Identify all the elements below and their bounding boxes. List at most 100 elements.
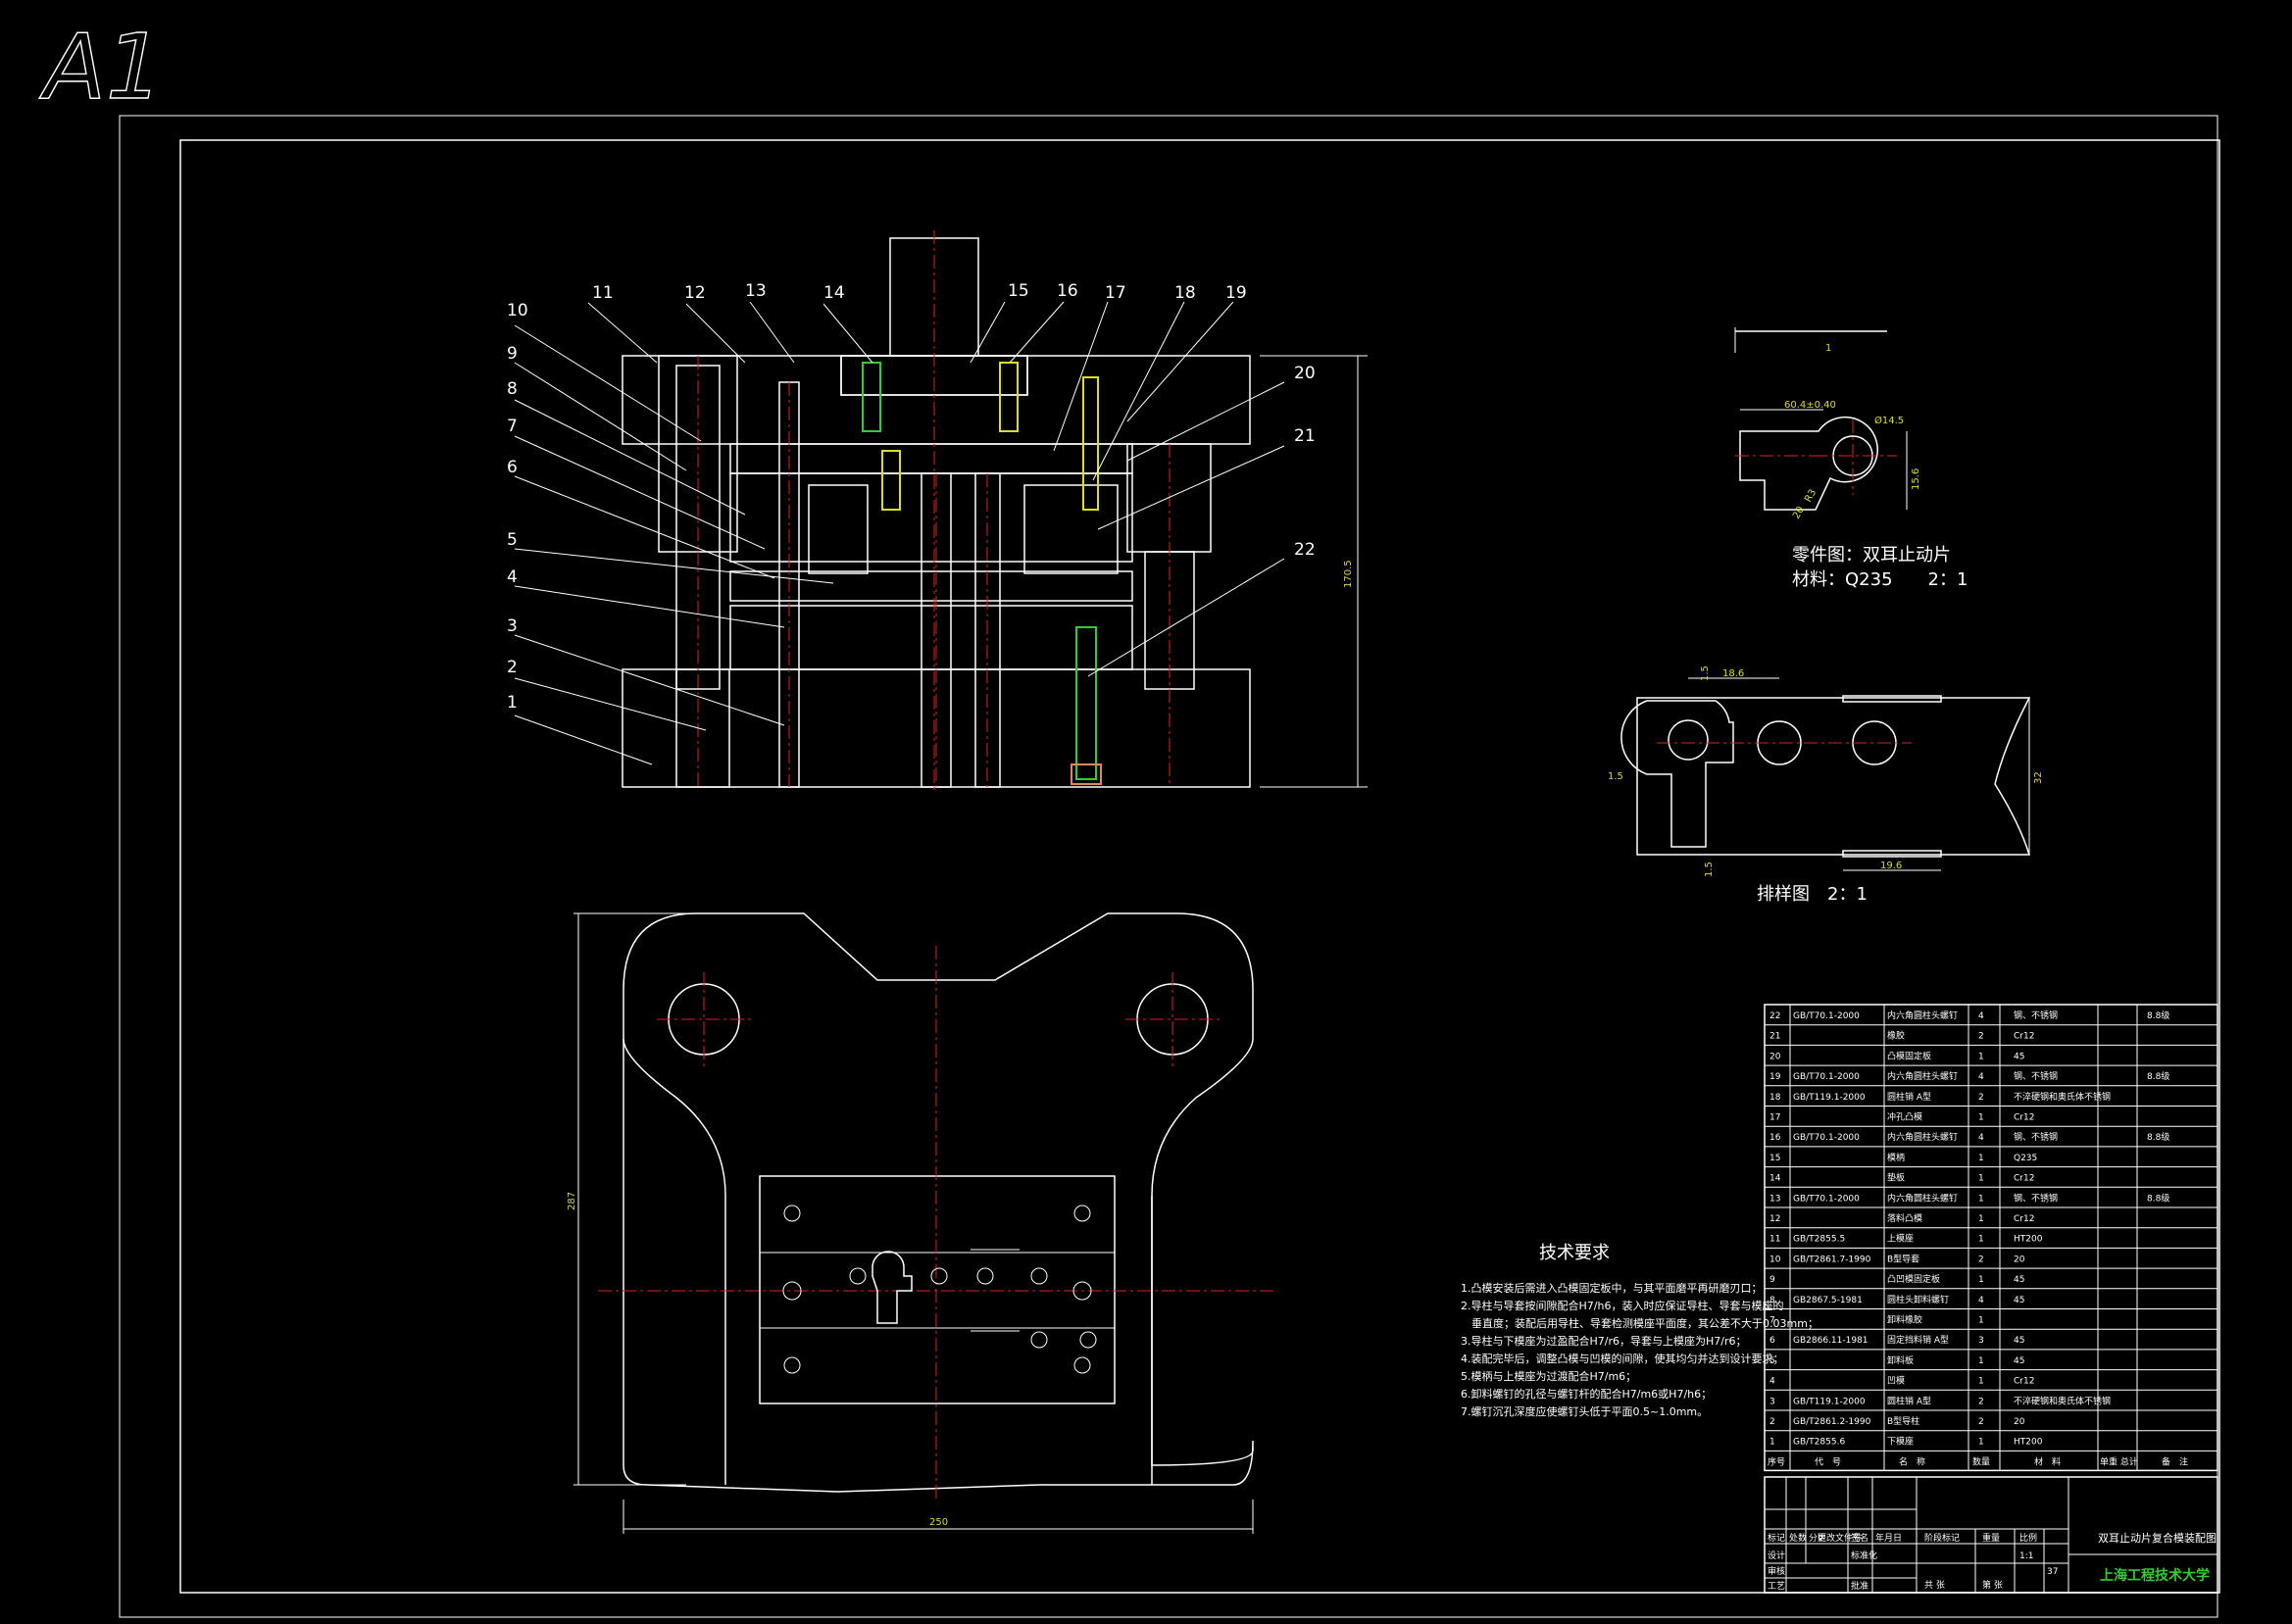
bom-cell-no: 3: [1769, 1397, 1775, 1406]
bom-cell-code: GB/T119.1-2000: [1793, 1093, 1866, 1103]
bom-cell-name: 凸模固定板: [1887, 1050, 1931, 1061]
bom-cell-qty: 4: [1978, 1296, 1984, 1305]
title-label-biaoji: 标记: [1768, 1532, 1785, 1544]
callout-1: 1: [507, 693, 518, 713]
bom-cell-material: 不淬硬钢和奥氏体不锈钢: [2014, 1091, 2111, 1103]
part-caption-2: 材料：Q235 2：1: [1792, 569, 1968, 590]
callout-17: 17: [1105, 283, 1126, 303]
bom-cell-no: 6: [1769, 1336, 1775, 1346]
bom-cell-name: 卸料板: [1887, 1354, 1914, 1366]
bom-cell-qty: 4: [1978, 1011, 1984, 1021]
bom-cell-no: 4: [1769, 1377, 1775, 1387]
strip-dim-margin-bottom: 1.5: [1704, 861, 1715, 877]
title-label-pizhun: 批准: [1851, 1580, 1868, 1592]
tech-title: 技术要求: [1539, 1243, 1610, 1263]
bom-cell-no: 16: [1769, 1133, 1781, 1143]
bom-cell-material: 20: [2014, 1417, 2025, 1427]
strip-dim-pitch-bottom: 19.6: [1880, 861, 1902, 871]
bom-cell-material: 45: [2014, 1275, 2024, 1285]
bom-cell-name: 凸凹模固定板: [1887, 1273, 1940, 1285]
bom-cell-qty: 1: [1978, 1194, 1984, 1204]
bom-cell-name: 垫板: [1887, 1172, 1905, 1184]
part-dim-width: 60.4±0.40: [1784, 400, 1836, 411]
strip-dim-edge: 1.5: [1608, 771, 1623, 782]
tech-requirements: 技术要求 1.凸模安装后需进入凸模固定板中，与其平面磨平再研磨刃口； 2.导柱与…: [1461, 1243, 1819, 1418]
callout-21: 21: [1294, 426, 1316, 446]
bom-cell-name: 内六角圆柱头螺钉: [1887, 1131, 1958, 1143]
plan-view: 250 287: [567, 912, 1274, 1534]
bom-cell-material: 钢、不锈钢: [2014, 1009, 2058, 1021]
tech-line-6: 5.模柄与上模座为过渡配合H7/m6；: [1461, 1369, 1636, 1383]
bom-cell-name: 内六角圆柱头螺钉: [1887, 1070, 1958, 1082]
bom-cell-qty: 2: [1978, 1417, 1984, 1427]
bom-cell-name: 落料凸模: [1887, 1212, 1922, 1224]
bom-cell-qty: 4: [1978, 1072, 1984, 1082]
bom-cell-material: 钢、不锈钢: [2014, 1070, 2058, 1082]
title-block: 标记 处数 分区 更改文件号 签名 年月日 设计 标准化 审核 工艺 批准 阶段…: [1764, 1476, 2218, 1594]
bom-cell-no: 17: [1769, 1113, 1780, 1123]
bom-cell-name: 圆柱销 A型: [1887, 1395, 1931, 1406]
bom-cell-material: Cr12: [2014, 1174, 2034, 1184]
bom-header-cell: 名 称: [1899, 1455, 1925, 1467]
plan-width-dim: 250: [929, 1517, 948, 1528]
bom-cell-code: GB/T2861.2-1990: [1793, 1417, 1871, 1427]
bom-cell-no: 13: [1769, 1194, 1780, 1204]
bom-cell-code: GB/T2855.6: [1793, 1438, 1845, 1448]
strip-dim-margin: 1.5: [1700, 665, 1711, 681]
bom-cell-code: GB/T70.1-2000: [1793, 1011, 1860, 1021]
bom-cell-qty: 4: [1978, 1133, 1984, 1143]
callout-3: 3: [507, 616, 518, 636]
callout-8: 8: [507, 379, 518, 399]
bom-cell-material: 20: [2014, 1255, 2025, 1264]
bom-cell-no: 10: [1769, 1255, 1781, 1264]
bom-cell-qty: 1: [1978, 1356, 1984, 1366]
bom-cell-name: 冲孔凸模: [1887, 1111, 1922, 1123]
bom-header-cell: 数量: [1972, 1455, 1990, 1467]
bom-cell-code: GB/T2855.5: [1793, 1235, 1845, 1245]
bom-header-cell: 单重 总计: [2100, 1455, 2138, 1467]
callout-22: 22: [1294, 540, 1316, 560]
callout-6: 6: [507, 458, 518, 477]
part-dim-r3: R3: [1803, 487, 1819, 504]
bom-cell-name: 模柄: [1887, 1152, 1905, 1163]
bom-cell-name: B型导柱: [1887, 1415, 1919, 1427]
bom-cell-qty: 2: [1978, 1255, 1984, 1264]
title-label-bili: 比例: [2019, 1532, 2037, 1544]
bom-cell-name: 圆柱头卸料螺钉: [1887, 1294, 1949, 1305]
callout-4: 4: [507, 567, 518, 587]
part-caption-1: 零件图：双耳止动片: [1792, 545, 1951, 566]
part-dim-1: 1: [1825, 343, 1831, 354]
part-dim-height: 15.6: [1911, 468, 1921, 490]
bom-header-cell: 代 号: [1815, 1456, 1841, 1467]
bom-cell-remark: 8.8级: [2147, 1192, 2169, 1204]
bom-cell-material: 不淬硬钢和奥氏体不锈钢: [2014, 1395, 2111, 1406]
strip-dim-pitch-top: 18.6: [1722, 668, 1744, 679]
bom-cell-code: GB2866.11-1981: [1793, 1336, 1868, 1346]
bom-cell-material: 钢、不锈钢: [2014, 1131, 2058, 1143]
callout-14: 14: [823, 283, 845, 303]
bom-cell-material: Cr12: [2014, 1377, 2034, 1387]
tech-line-8: 7.螺钉沉孔深度应使螺钉头低于平面0.5~1.0mm。: [1461, 1404, 1708, 1418]
bom-cell-no: 1: [1769, 1438, 1775, 1448]
bom-cell-name: 固定挡料销 A型: [1887, 1334, 1949, 1346]
bom-cell-qty: 1: [1978, 1052, 1984, 1061]
bom-cell-name: 内六角圆柱头螺钉: [1887, 1009, 1958, 1021]
title-label-genggai: 更改文件号: [1818, 1532, 1862, 1544]
bom-cell-qty: 3: [1978, 1336, 1984, 1346]
bom-cell-qty: 2: [1978, 1032, 1984, 1042]
bom-cell-material: 45: [2014, 1296, 2024, 1305]
bom-cell-no: 11: [1769, 1235, 1780, 1245]
bom-cell-material: Cr12: [2014, 1214, 2034, 1224]
bom-cell-qty: 1: [1978, 1174, 1984, 1184]
bom-cell-code: GB2867.5-1981: [1793, 1296, 1863, 1305]
bom-cell-name: 内六角圆柱头螺钉: [1887, 1192, 1958, 1204]
title-label-jieduan: 阶段标记: [1924, 1532, 1960, 1544]
bom-cell-material: Cr12: [2014, 1032, 2034, 1042]
bom-cell-material: 45: [2014, 1356, 2024, 1366]
bom-cell-qty: 2: [1978, 1093, 1984, 1103]
bom-cell-material: HT200: [2014, 1438, 2043, 1448]
strip-dim-width: 32: [2033, 771, 2044, 784]
bom-cell-remark: 8.8级: [2147, 1131, 2169, 1143]
